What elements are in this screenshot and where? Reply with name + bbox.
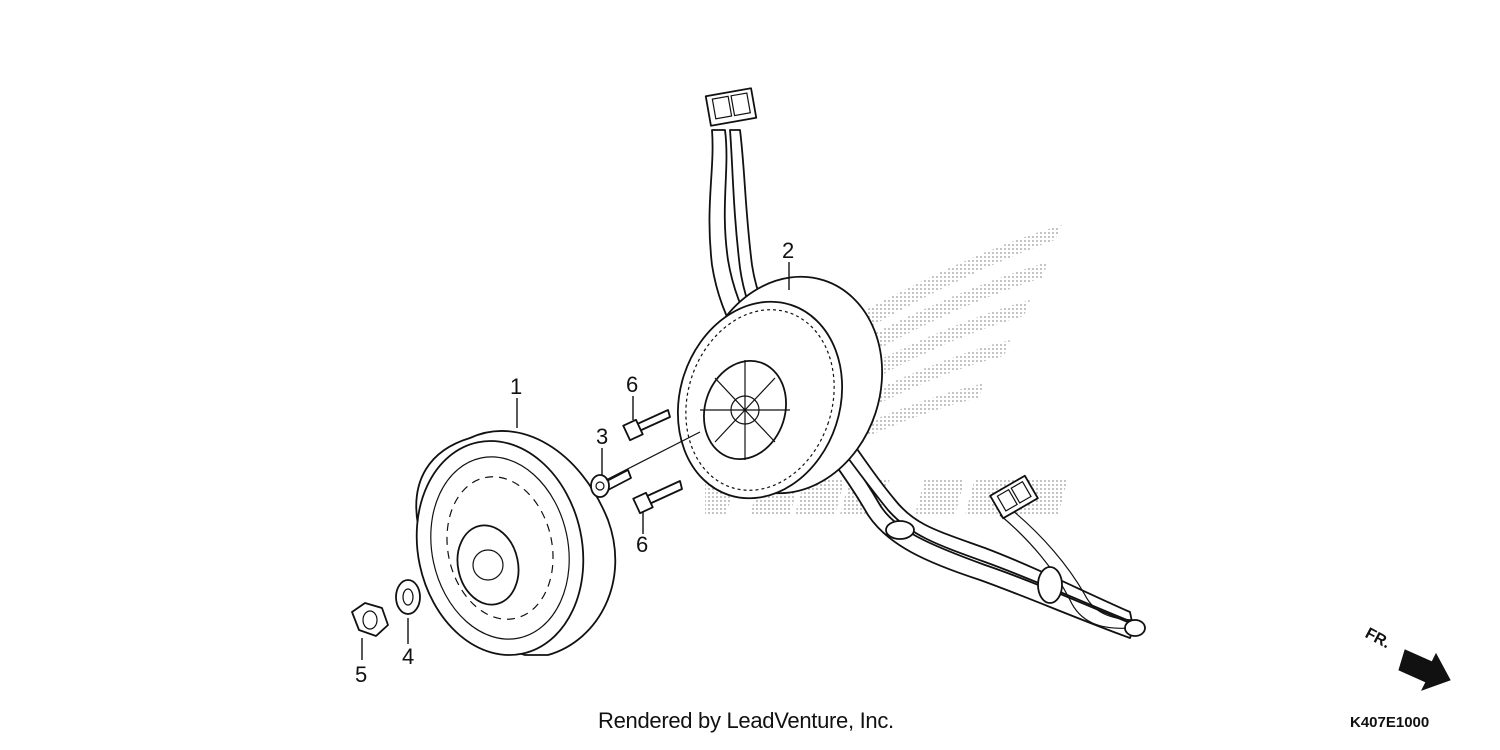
stator [676, 275, 883, 500]
flywheel [415, 430, 617, 656]
callout-bolt-upper: 6 [626, 372, 638, 397]
diagram-code: K407E1000 [1350, 714, 1430, 731]
callout-flywheel: 1 [510, 374, 522, 399]
upper-connector [704, 87, 758, 127]
honda-wing-watermark [830, 225, 1062, 442]
lower-connector [989, 474, 1039, 520]
nut [351, 602, 389, 637]
washer [395, 579, 421, 615]
callout-stator: 2 [782, 238, 794, 263]
bolt-center [590, 469, 632, 498]
front-direction-arrow-icon [1398, 649, 1451, 691]
front-indicator-label: FR. [1362, 625, 1393, 652]
callout-washer: 4 [402, 644, 414, 669]
bolt-lower [632, 480, 683, 515]
callout-bolt-center: 3 [596, 424, 608, 449]
callout-bolt-lower: 6 [636, 532, 648, 557]
credit-text: Rendered by LeadVenture, Inc. [598, 708, 894, 733]
leader-lines [361, 262, 790, 660]
bolt-upper [622, 409, 671, 442]
callout-nut: 5 [355, 662, 367, 687]
